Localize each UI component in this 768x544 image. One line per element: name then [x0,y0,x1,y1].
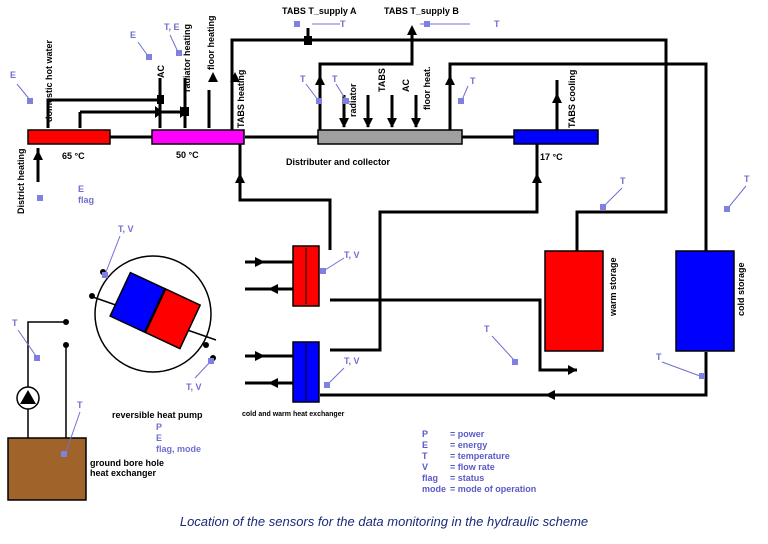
cold-storage [675,250,735,352]
sensor-e-top-left: E [10,70,16,80]
tanks [7,129,735,501]
tank-17 [513,129,599,145]
radiator-label: radiator [348,83,358,117]
flow-arrows [33,25,577,400]
cold-storage-label: cold storage [736,262,746,316]
sensor-e-flag-2: flag [78,195,94,205]
tank-65 [27,129,111,145]
sensor-tv-hx-bot: T, V [344,356,360,366]
sensor-t-bore-left: T [12,318,18,328]
legend-key-0: P [422,429,428,439]
ground-bore-label-1: ground bore hole [90,458,164,468]
sensor-t-warm: T [620,176,626,186]
sensor-tv-hp-bot: T, V [186,382,202,392]
sensor-t-dist-left: T [300,74,306,84]
pump-icon [16,386,40,410]
sensor-t-dist-mid: T [332,74,338,84]
sensor-hp-p: P [156,422,162,432]
radiator-heating-label: radiator heating [182,24,192,92]
tabs-label: TABS [377,68,387,92]
legend-key-5: mode [422,484,446,494]
distributer-label: Distributer and collector [286,157,391,167]
legend-val-3: = flow rate [450,462,495,472]
temp-50-label: 50 °C [176,150,199,160]
tabs-heating-label: TABS heating [236,70,246,128]
legend-val-1: = energy [450,440,487,450]
sensor-hp-flag: flag, mode [156,444,201,454]
tabs-supply-a-label: TABS T_supply A [282,6,357,16]
sensor-e-ac: E [130,30,136,40]
heat-pump [63,255,217,373]
ground-bore-hole [7,437,87,501]
sensor-t-cold-low: T [656,352,662,362]
temp-17-label: 17 °C [540,152,563,162]
heat-pump-label: reversible heat pump [112,410,203,420]
domestic-hot-water-label: domestic hot water [44,39,54,122]
sensor-te-rad: T, E [164,22,180,32]
sensor-t-warm-low: T [484,324,490,334]
warm-storage [544,250,604,352]
legend-val-0: = power [450,429,485,439]
legend-val-2: = temperature [450,451,510,461]
legend-key-4: flag [422,473,438,483]
distributor-collector [317,129,463,145]
warm-storage-label: warm storage [608,257,618,317]
ac-label: AC [156,65,166,78]
tank-50 [151,129,245,145]
sensor-t-cold: T [744,174,750,184]
floor-heat-label: floor heat. [422,66,432,110]
tabs-cooling-label: TABS cooling [567,70,577,128]
floor-heating-label: floor heating [206,16,216,71]
tabs-supply-b-label: TABS T_supply B [384,6,459,16]
hx-label: cold and warm heat exchanger [242,411,345,418]
legend-val-4: = status [450,473,484,483]
legend-key-2: T [422,451,428,461]
sensor-t-dist-right: T [470,76,476,86]
temp-65-label: 65 °C [62,151,85,161]
sensor-t-supply-b: T [494,19,500,29]
valves [157,36,312,116]
sensor-tv-hx-top: T, V [344,250,360,260]
legend: P = power E = energy T = temperature V =… [422,429,536,494]
sensor-e-flag-1: E [78,184,84,194]
legend-key-3: V [422,462,428,472]
pipes [27,28,708,440]
ac-dist-label: AC [401,79,411,92]
legend-key-1: E [422,440,428,450]
sensor-t-supply-a: T [340,19,346,29]
sensor-t-bore: T [77,400,83,410]
sensor-markers [16,21,747,457]
sensor-tv-hp-top: T, V [118,224,134,234]
ground-bore-label-2: heat exchanger [90,468,157,478]
figure-caption: Location of the sensors for the data mon… [180,514,588,529]
district-heating-label: District heating [16,148,26,214]
sensor-hp-e: E [156,433,162,443]
legend-val-5: = mode of operation [450,484,536,494]
